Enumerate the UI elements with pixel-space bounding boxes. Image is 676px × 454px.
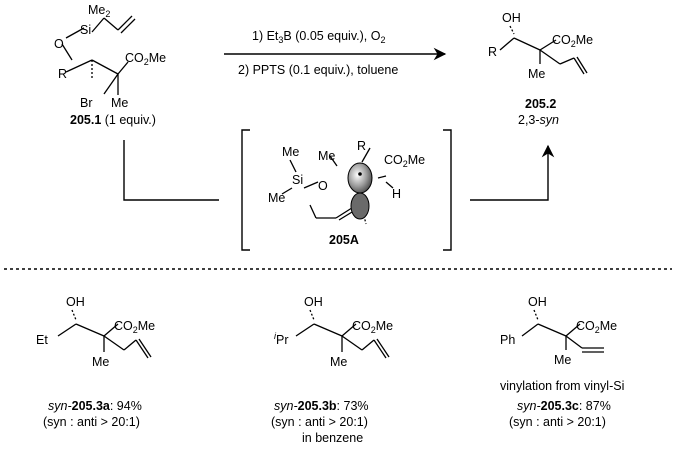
- intermediate-compound-number: 205A: [329, 233, 359, 247]
- svg-text:Me: Me: [282, 145, 299, 159]
- svg-text:Me2: Me2: [88, 3, 110, 19]
- example-b-compound: 205.3b: [298, 399, 337, 413]
- product-labels: OH R CO2Me Me 205.2 2,3-syn: [488, 11, 593, 127]
- example-c-note: vinylation from vinyl-Si: [500, 379, 624, 393]
- svg-text:syn-205.3b: 73%: syn-205.3b: 73%: [274, 399, 369, 413]
- product-structure: [499, 25, 588, 75]
- svg-text:syn-205.3c: 87%: syn-205.3c: 87%: [517, 399, 611, 413]
- svg-text:R: R: [488, 45, 497, 59]
- svg-text:Me: Me: [92, 355, 109, 369]
- svg-text:Me: Me: [268, 191, 285, 205]
- svg-text:Me: Me: [330, 355, 347, 369]
- svg-text:Si: Si: [292, 173, 303, 187]
- example-b-structure: [295, 309, 390, 359]
- example-a-structure: [57, 309, 152, 359]
- example-a-labels: OH Et CO2Me Me syn-205.3a: 94% (syn : an…: [36, 295, 155, 429]
- p-orbital-upper-lobe: [347, 162, 373, 194]
- svg-text:Me: Me: [111, 96, 128, 110]
- condition-step-1: 1) Et3B (0.05 equiv.), O2: [252, 29, 385, 45]
- example-c-structure: [521, 309, 604, 353]
- svg-text:OH: OH: [304, 295, 323, 309]
- intermediate-bracket: [241, 129, 452, 251]
- example-b-substituent: iPr: [274, 331, 289, 347]
- svg-text:R: R: [58, 67, 67, 81]
- substrate-labels: Me2 Si O R CO2Me Br Me 205.1 (1 equiv.): [54, 3, 166, 127]
- radical-dot: [358, 172, 362, 176]
- svg-text:Br: Br: [80, 96, 93, 110]
- example-b-labels: OH iPr CO2Me Me syn-205.3b: 73% (syn : a…: [271, 295, 393, 445]
- svg-text:OH: OH: [66, 295, 85, 309]
- svg-text:R: R: [357, 139, 366, 153]
- svg-text:Si: Si: [80, 23, 91, 37]
- svg-text:CO2Me: CO2Me: [125, 51, 166, 67]
- example-b-note: in benzene: [302, 431, 363, 445]
- svg-text:CO2Me: CO2Me: [384, 153, 425, 169]
- intermediate-labels: R Me CO2Me H Me Si O Me 205A: [268, 139, 425, 247]
- substrate-structure: [61, 15, 136, 95]
- svg-text:H: H: [392, 187, 401, 201]
- svg-text:syn-205.3a: 94%: syn-205.3a: 94%: [48, 399, 142, 413]
- example-a-ratio: (syn : anti > 20:1): [43, 415, 140, 429]
- pathway-lines: [123, 140, 555, 201]
- svg-text:O: O: [318, 179, 328, 193]
- example-c-labels: OH Ph CO2Me Me vinylation from vinyl-Si …: [500, 295, 624, 429]
- p-orbital-lower-lobe: [350, 192, 370, 220]
- example-a-substituent: Et: [36, 333, 48, 347]
- svg-text:CO2Me: CO2Me: [114, 319, 155, 335]
- example-c-substituent: Ph: [500, 333, 515, 347]
- svg-text:Me: Me: [554, 353, 571, 367]
- svg-text:2,3-syn: 2,3-syn: [518, 113, 559, 127]
- example-c-compound: 205.3c: [541, 399, 579, 413]
- product-compound-number: 205.2: [525, 97, 556, 111]
- svg-text:CO2Me: CO2Me: [552, 33, 593, 49]
- svg-text:Me: Me: [318, 149, 335, 163]
- substrate-compound-number: 205.1: [70, 113, 101, 127]
- example-a-compound: 205.3a: [72, 399, 111, 413]
- svg-text:Me: Me: [528, 67, 545, 81]
- svg-text:OH: OH: [528, 295, 547, 309]
- svg-text:CO2Me: CO2Me: [352, 319, 393, 335]
- svg-text:O: O: [54, 37, 64, 51]
- example-c-ratio: (syn : anti > 20:1): [509, 415, 606, 429]
- example-b-ratio: (syn : anti > 20:1): [271, 415, 368, 429]
- svg-text:OH: OH: [502, 11, 521, 25]
- svg-text:205.1 (1 equiv.): 205.1 (1 equiv.): [70, 113, 156, 127]
- svg-text:CO2Me: CO2Me: [576, 319, 617, 335]
- condition-step-2: 2) PPTS (0.1 equiv.), toluene: [238, 63, 398, 77]
